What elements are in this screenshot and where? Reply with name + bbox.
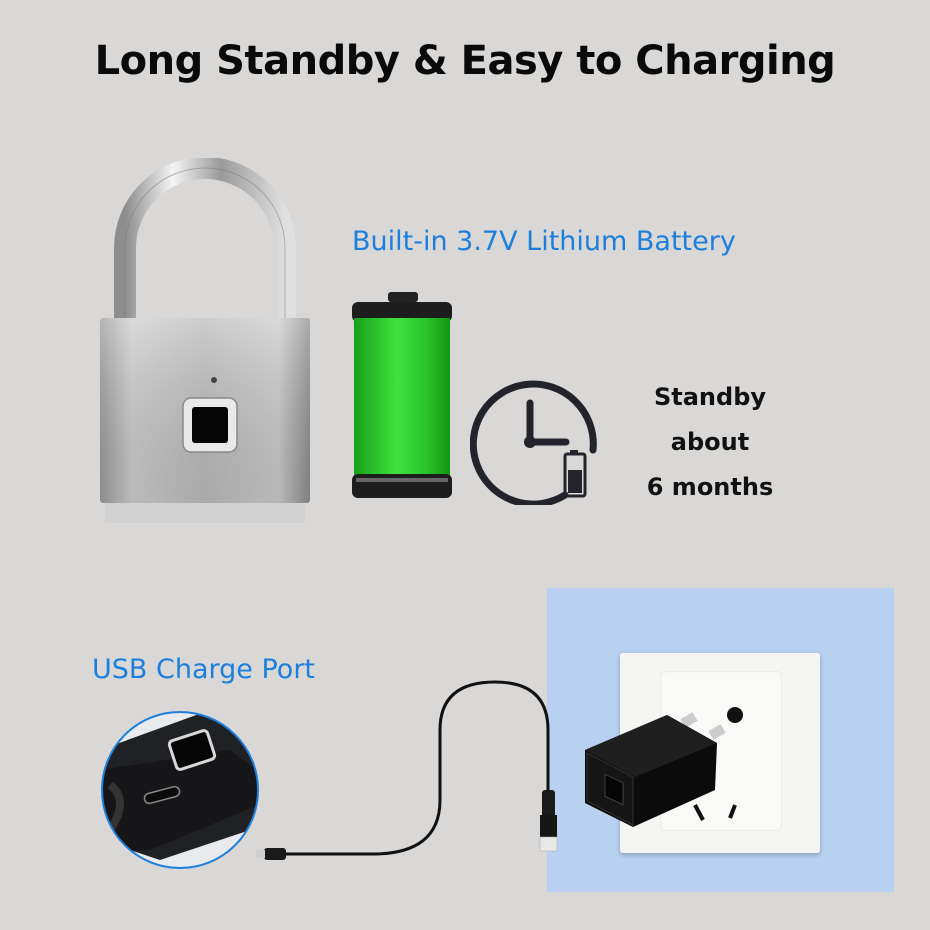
usb-cable-icon [256, 680, 558, 860]
standby-text: Standby about 6 months [620, 375, 800, 510]
padlock-icon [100, 158, 310, 523]
page-title: Long Standby & Easy to Charging [94, 38, 836, 84]
standby-line-2: about [670, 428, 750, 456]
usb-port-label: USB Charge Port [92, 654, 316, 685]
standby-line-3: 6 months [646, 473, 774, 501]
clock-battery-icon [470, 380, 597, 505]
battery-icon [352, 292, 452, 498]
fingerprint-sensor-icon [182, 397, 238, 453]
standby-line-1: Standby [653, 383, 767, 411]
battery-label: Built-in 3.7V Lithium Battery [352, 226, 736, 257]
usb-port-closeup-icon [101, 711, 259, 869]
wall-adapter-icon [585, 707, 743, 827]
